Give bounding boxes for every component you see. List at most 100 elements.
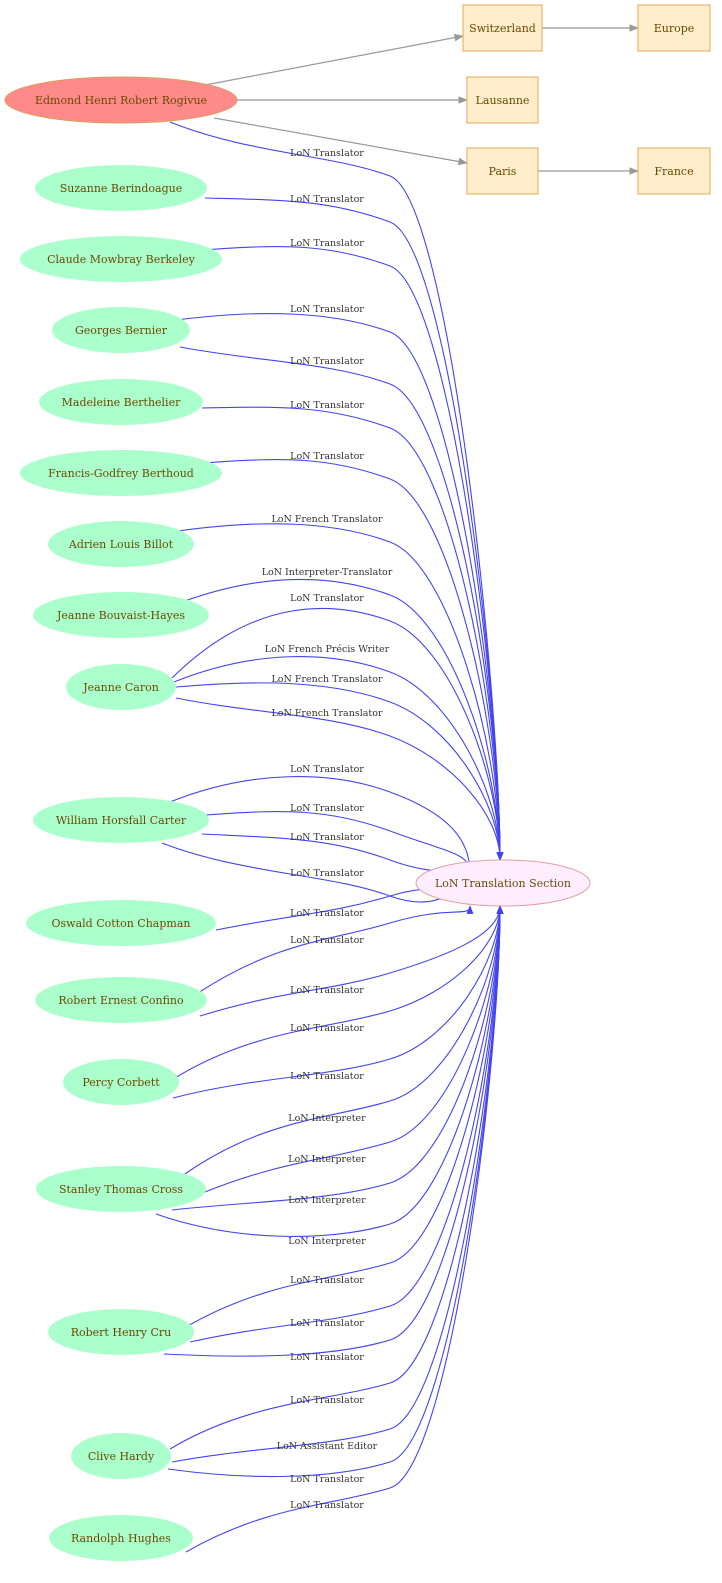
edge-label: LoN Translator	[290, 1474, 364, 1485]
node-berthelier[interactable]: Madeleine Berthelier	[39, 379, 203, 425]
node-label: Suzanne Berindoague	[60, 182, 182, 195]
node-billot[interactable]: Adrien Louis Billot	[48, 521, 194, 567]
role-edge-billot	[177, 523, 504, 861]
node-carter[interactable]: William Horsfall Carter	[33, 797, 209, 843]
place-box	[637, 147, 711, 195]
node-confino[interactable]: Robert Ernest Confino	[35, 977, 207, 1023]
edge-label: LoN Translator	[290, 1071, 364, 1082]
edge-label: LoN Translator	[290, 1352, 364, 1363]
edge-label: LoN Interpreter-Translator	[262, 567, 393, 578]
place-box	[466, 76, 539, 124]
node-ellipse	[39, 379, 203, 425]
node-switzerland[interactable]: Switzerland	[462, 4, 543, 52]
node-hughes[interactable]: Randolph Hughes	[49, 1515, 193, 1561]
node-ellipse	[35, 165, 207, 211]
role-edge-berthoud	[203, 459, 504, 861]
node-label: Robert Henry Cru	[71, 1326, 172, 1339]
role-edge-cru	[185, 905, 504, 1328]
node-ellipse	[20, 450, 222, 496]
node-berindoague[interactable]: Suzanne Berindoague	[35, 165, 207, 211]
role-edge-bouvaist	[181, 578, 504, 861]
role-edge-bernier	[175, 313, 504, 861]
edge-label: LoN Translator	[290, 832, 364, 843]
node-cru[interactable]: Robert Henry Cru	[48, 1309, 194, 1355]
node-bouvaist[interactable]: Jeanne Bouvaist-Hayes	[33, 592, 209, 638]
node-ellipse	[33, 797, 209, 843]
node-label: Georges Bernier	[75, 324, 168, 337]
edge-label: LoN Interpreter	[288, 1154, 366, 1165]
edge-label: LoN French Translator	[271, 674, 382, 685]
edge-label: LoN Translator	[290, 803, 364, 814]
edge-label: LoN Translator	[290, 304, 364, 315]
node-label: Oswald Cotton Chapman	[52, 917, 191, 930]
node-cross[interactable]: Stanley Thomas Cross	[36, 1166, 206, 1212]
node-caron[interactable]: Jeanne Caron	[66, 664, 176, 710]
edge-label: LoN Translator	[290, 148, 364, 159]
node-label: LoN Translation Section	[435, 877, 571, 890]
node-ellipse	[33, 592, 209, 638]
node-ellipse	[26, 900, 216, 946]
edge-label: LoN Translator	[290, 1500, 364, 1511]
role-edge-berthelier	[201, 406, 504, 861]
role-edge-corbett	[172, 905, 504, 1099]
role-edge-bernier	[179, 346, 504, 861]
role-edge-caron	[175, 682, 504, 861]
node-label: Europe	[654, 22, 695, 35]
node-label: Jeanne Caron	[82, 681, 159, 694]
node-ellipse	[4, 76, 238, 124]
node-edmond[interactable]: Edmond Henri Robert Rogivue	[4, 76, 238, 124]
node-berkeley[interactable]: Claude Mowbray Berkeley	[20, 236, 222, 282]
edge-label: LoN Translator	[290, 985, 364, 996]
node-ellipse	[63, 1059, 179, 1105]
node-ellipse	[35, 977, 207, 1023]
edge-label: LoN French Translator	[271, 514, 382, 525]
node-berthoud[interactable]: Francis-Godfrey Berthoud	[20, 450, 222, 496]
node-paris[interactable]: Paris	[466, 147, 539, 195]
role-edge-caron	[173, 656, 504, 861]
role-edge-confino	[199, 905, 504, 1017]
edge-label: LoN Translator	[290, 1318, 364, 1329]
node-label: Switzerland	[469, 22, 536, 35]
role-edge-berkeley	[203, 246, 504, 861]
node-label: Randolph Hughes	[71, 1532, 171, 1545]
role-edge-cross	[181, 905, 504, 1177]
edge-label: LoN Translator	[290, 868, 364, 879]
node-label: Edmond Henri Robert Rogivue	[35, 94, 207, 107]
node-ellipse	[20, 236, 222, 282]
node-lausanne[interactable]: Lausanne	[466, 76, 539, 124]
edge-label: LoN Interpreter	[288, 1236, 366, 1247]
edge-label: LoN Interpreter	[288, 1195, 366, 1206]
role-edge-edmond	[169, 121, 504, 861]
node-label: William Horsfall Carter	[56, 814, 187, 827]
edge-label: LoN Assistant Editor	[277, 1441, 378, 1452]
node-label: Adrien Louis Billot	[68, 538, 174, 551]
node-label: Robert Ernest Confino	[58, 994, 184, 1007]
edge-label: LoN Translator	[290, 764, 364, 775]
node-label: Claude Mowbray Berkeley	[47, 253, 196, 266]
nodes-layer: Edmond Henri Robert Rogivue Switzerland Eu…	[4, 4, 711, 1561]
edge-label: LoN Interpreter	[288, 1113, 366, 1124]
role-edge-hardy	[169, 905, 504, 1450]
role-edge-carter	[204, 811, 474, 874]
node-label: France	[654, 165, 693, 178]
node-section[interactable]: LoN Translation Section	[415, 859, 591, 907]
edge-label: LoN Translator	[290, 1023, 364, 1034]
place-box	[637, 4, 711, 52]
role-edge-hughes	[185, 905, 504, 1553]
node-corbett[interactable]: Percy Corbett	[63, 1059, 179, 1105]
node-ellipse	[48, 521, 194, 567]
node-europe[interactable]: Europe	[637, 4, 711, 52]
edge-label: LoN Translator	[290, 935, 364, 946]
node-ellipse	[36, 1166, 206, 1212]
role-edge-hardy	[171, 905, 504, 1463]
edge-label: LoN Translator	[290, 356, 364, 367]
node-label: Francis-Godfrey Berthoud	[48, 467, 194, 480]
node-label: Percy Corbett	[82, 1076, 160, 1089]
node-bernier[interactable]: Georges Bernier	[52, 307, 190, 353]
node-france[interactable]: France	[637, 147, 711, 195]
node-ellipse	[71, 1433, 171, 1479]
node-ellipse	[66, 664, 176, 710]
node-chapman[interactable]: Oswald Cotton Chapman	[26, 900, 216, 946]
node-hardy[interactable]: Clive Hardy	[71, 1433, 171, 1479]
